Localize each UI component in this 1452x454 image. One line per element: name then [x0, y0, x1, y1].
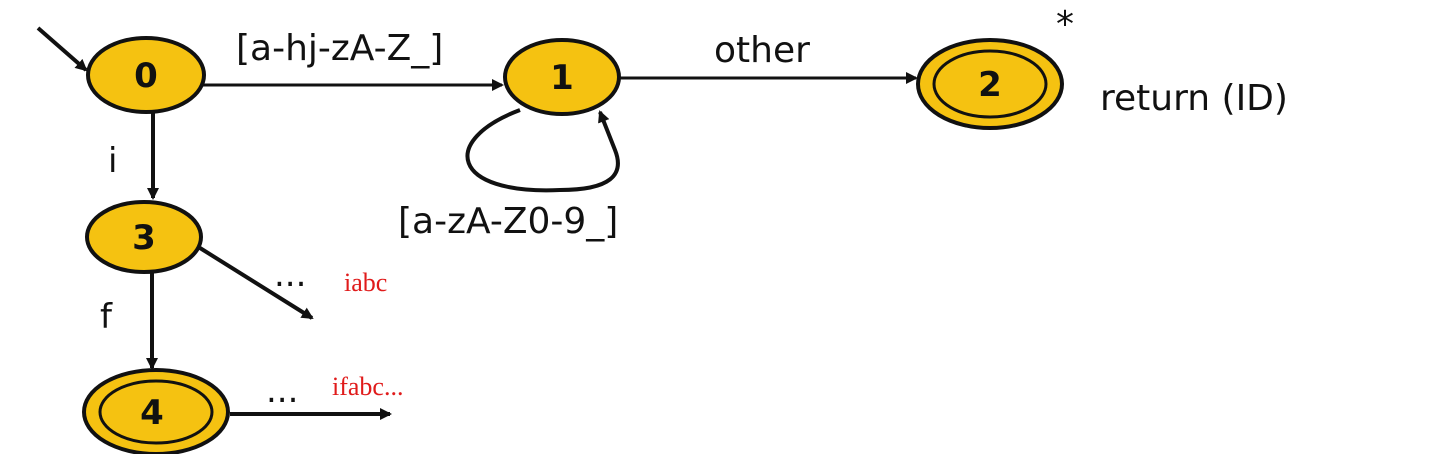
state-1-label: 1 — [550, 58, 574, 98]
edge-3-4-label: f — [100, 297, 113, 337]
accept-note-2: return (ID) — [1100, 78, 1288, 119]
state-0-label: 0 — [134, 56, 158, 96]
retract-mark: * — [1056, 4, 1074, 45]
edge-1-1-loop — [465, 108, 620, 193]
edge-3-out-label: ... — [274, 255, 306, 295]
state-0: 0 — [86, 36, 206, 114]
state-4: 4 — [82, 368, 230, 454]
edge-0-3-label: i — [108, 141, 117, 181]
state-3-label: 3 — [132, 218, 156, 258]
state-1: 1 — [503, 38, 621, 116]
edge-3-out — [198, 246, 314, 320]
state-2: 2 — [916, 38, 1064, 130]
edge-1-2-label: other — [714, 30, 810, 71]
edge-1-1-label: [a-zA-Z0-9_] — [398, 201, 618, 242]
note-state-3: iabc — [344, 268, 387, 297]
state-3: 3 — [85, 200, 203, 274]
edge-0-1-label: [a-hj-zA-Z_] — [236, 28, 443, 69]
note-state-4: ifabc... — [332, 372, 403, 401]
start-arrow — [36, 26, 88, 72]
edge-4-out-label: ... — [266, 371, 298, 411]
state-4-label: 4 — [140, 393, 164, 433]
state-2-label: 2 — [978, 65, 1002, 105]
